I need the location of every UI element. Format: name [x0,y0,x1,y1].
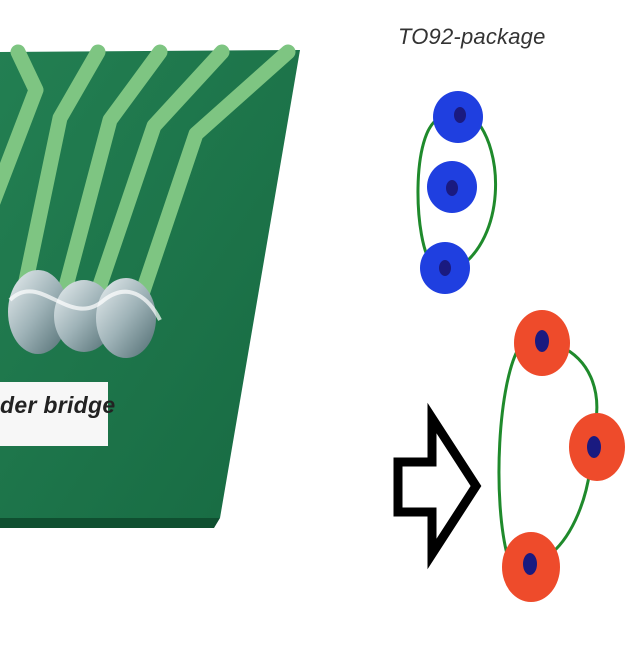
trace-4 [92,44,230,293]
blue-pad-2-hole [446,180,458,196]
trace-1 [0,44,44,205]
trace-3 [57,44,168,298]
red-pad-3-hole [523,553,537,575]
trace-2 [14,44,106,308]
to92-inline-footprint [416,91,498,294]
blue-pad-3-hole [439,260,451,276]
red-connector-left [497,345,522,559]
package-title: TO92-package [398,24,546,49]
red-pad-1-hole [535,330,549,352]
blue-pad-1-hole [454,107,466,123]
pcb-traces [0,44,296,308]
board-edge [0,518,220,528]
to92-staggered-footprint [497,310,625,602]
red-pad-2-hole [587,436,601,458]
solder-bridge-blob [8,270,162,358]
blue-connector-right [457,116,498,270]
solder-highlight [8,289,162,321]
right-arrow-icon [393,402,482,570]
trace-5 [132,44,296,308]
solder-bridge-label: der bridge [0,392,116,418]
red-connector-bottom-right [547,469,592,558]
bridge-label-box [0,382,108,446]
